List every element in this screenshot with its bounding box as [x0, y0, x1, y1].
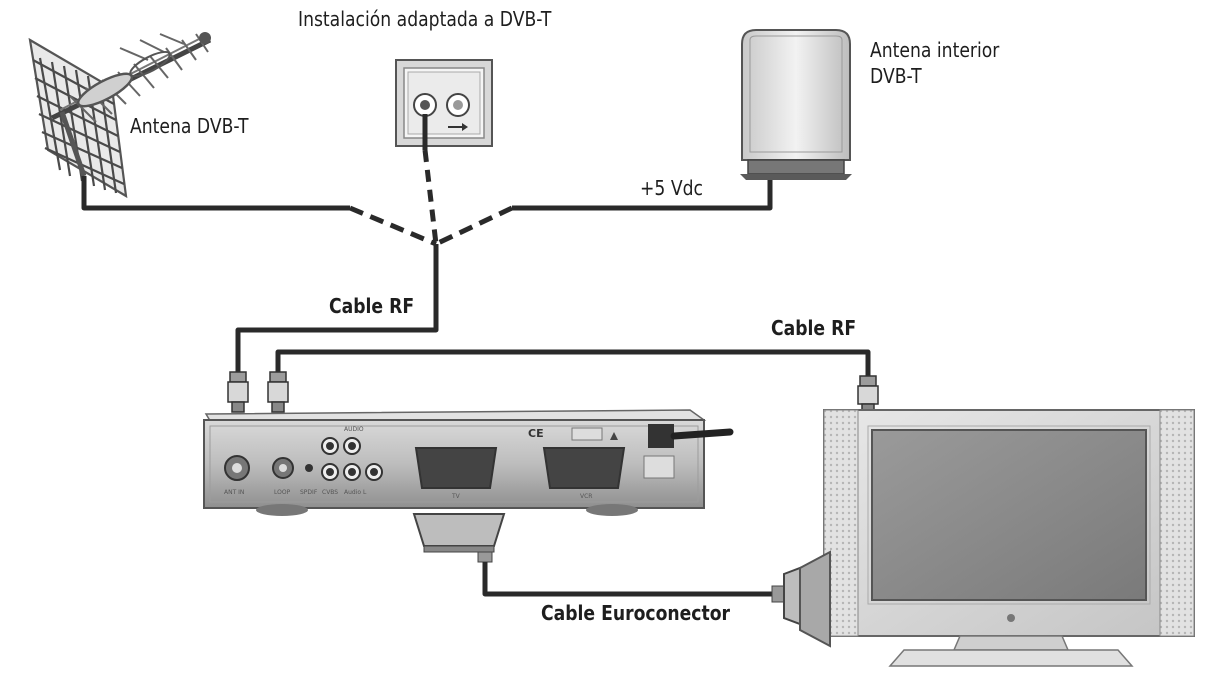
panel-label-spdif: SPDIF	[300, 489, 318, 496]
panel-label-ant-in: ANT IN	[224, 489, 244, 496]
indoor-antenna-label-line1: Antena interior	[870, 38, 1000, 62]
panel-label-audio: AUDIO	[344, 426, 364, 433]
scart-cable	[412, 513, 801, 626]
panel-label-cvbs: CVBS	[322, 489, 338, 496]
panel-label-loop: LOOP	[274, 489, 291, 496]
dvb-receiver-icon: ANT IN LOOP SPDIF AUDIO CVBS Audio L TV …	[203, 409, 734, 516]
wall-socket-label: Instalación adaptada a DVB-T	[298, 7, 552, 31]
panel-label-scart-vcr: VCR	[580, 493, 592, 500]
panel-label-audio-l: Audio L	[344, 489, 367, 496]
antenna-cables	[81, 114, 871, 376]
tv-icon	[799, 409, 1195, 667]
panel-label-scart-tv: TV	[451, 493, 461, 500]
voltage-label: +5 Vdc	[640, 176, 703, 200]
indoor-antenna-icon	[740, 29, 852, 180]
cable-rf-right-label: Cable RF	[771, 316, 857, 340]
outdoor-antenna-icon	[28, 32, 212, 199]
panel-label-ce: CE	[528, 427, 544, 440]
rf-connectors	[227, 371, 879, 413]
outdoor-antenna-label: Antena DVB-T	[130, 114, 249, 138]
wall-socket-icon	[395, 59, 493, 147]
cable-scart-label: Cable Euroconector	[541, 601, 731, 625]
cable-rf-left-label: Cable RF	[329, 294, 415, 318]
indoor-antenna-label-line2: DVB-T	[870, 64, 922, 88]
